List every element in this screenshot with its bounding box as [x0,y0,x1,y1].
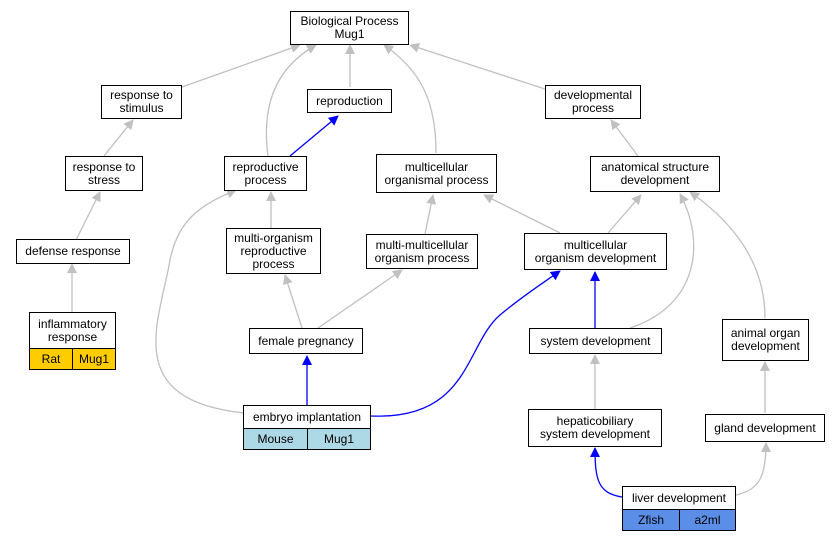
node-anatomical-structure-development[interactable]: anatomical structure development [590,156,720,192]
node-defense-response[interactable]: defense response [16,239,130,264]
edge-response-to-stimulus-to-bp [181,43,301,88]
tag-species-rat: Rat [29,348,73,370]
node-gland-development[interactable]: gland development [705,414,825,442]
edge-defense-response-to-response-to-stress [75,191,101,241]
edge-embryo-implantation-to-multicellular-organism-development [370,270,561,417]
node-female-pregnancy[interactable]: female pregnancy [249,328,363,354]
edge-animal-organ-development-to-anatomical-structure-development [689,191,766,319]
node-embryo-implantation[interactable]: embryo implantation [243,405,371,429]
tag-species-mouse: Mouse [243,428,308,450]
node-hepaticobiliary-system-development[interactable]: hepaticobiliary system development [528,409,662,447]
edge-multi-multicellular-organism-process-to-multicellular-organismal-process [424,194,437,235]
tag-gene-a2ml: a2ml [679,509,736,531]
node-multi-multicellular-organism-process[interactable]: multi-multicellular organism process [366,234,478,269]
tag-species-zfish: Zfish [622,509,680,531]
node-developmental-process[interactable]: developmental process [545,85,641,119]
edge-multicellular-organismal-process-to-bp [383,44,437,154]
node-reproductive-process[interactable]: reproductive process [224,156,307,191]
edge-multicellular-organism-development-to-anatomical-structure-development [607,194,642,234]
node-biological-process[interactable]: Biological Process Mug1 [290,11,409,45]
edge-female-pregnancy-to-multi-organism-reproductive-process [282,274,303,329]
node-inflammatory-response[interactable]: inflammatory response [29,312,116,349]
edge-anatomical-structure-development-to-developmental-process [610,119,639,157]
node-response-to-stress[interactable]: response to stress [65,156,143,191]
node-animal-organ-development[interactable]: animal organ development [722,319,809,361]
node-system-development[interactable]: system development [529,328,662,354]
edge-reproductive-process-to-reproduction [289,115,339,157]
node-response-to-stimulus[interactable]: response to stimulus [101,85,182,119]
tag-gene-mug1-mouse: Mug1 [307,428,371,450]
edge-response-to-stress-to-response-to-stimulus [103,119,134,157]
edge-liver-development-to-gland-development [735,442,771,496]
tag-gene-mug1-rat: Mug1 [72,348,116,370]
node-multi-organism-reproductive-process[interactable]: multi-organism reproductive process [226,228,321,274]
edge-multicellular-organism-development-to-multicellular-organismal-process [483,194,561,234]
node-reproduction[interactable]: reproduction [307,89,392,113]
edge-liver-development-to-hepaticobiliary [590,447,623,498]
edge-system-development-to-anatomical-structure-development [629,193,695,329]
node-multicellular-organismal-process[interactable]: multicellular organismal process [376,154,497,193]
edge-embryo-implantation-to-reproductive-process [155,188,245,414]
edge-female-pregnancy-to-multi-multicellular-organism-process [317,269,403,329]
edge-developmental-process-to-bp [409,43,546,90]
node-multicellular-organism-development[interactable]: multicellular organism development [524,233,667,270]
edge-reproductive-process-to-bp [265,44,317,157]
node-liver-development[interactable]: liver development [622,486,736,510]
